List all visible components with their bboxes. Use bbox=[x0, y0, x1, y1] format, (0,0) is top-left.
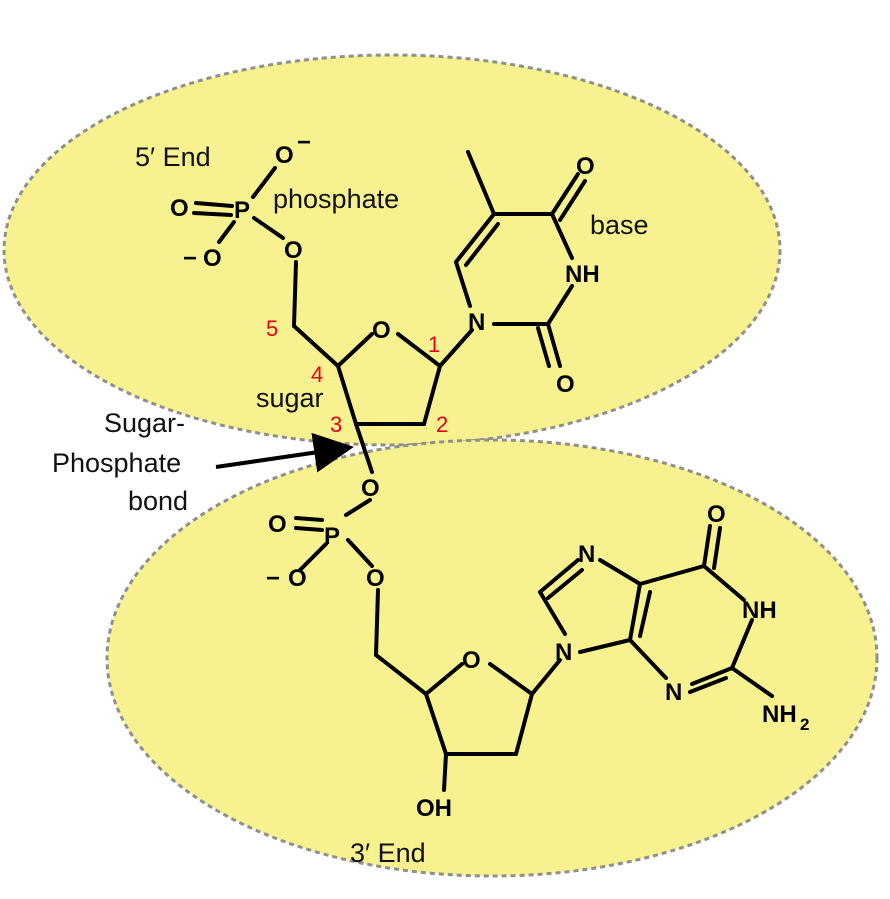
atom-minus-top: − bbox=[297, 129, 311, 156]
bottom-atom-labels: O O P − O O O N N O NH N NH 2 OH bbox=[266, 475, 809, 822]
three-prime-region bbox=[105, 438, 879, 878]
atom-o-carbonyl-top: O bbox=[576, 153, 595, 180]
atom-n-top: N bbox=[468, 309, 485, 336]
label-sugar: sugar bbox=[256, 383, 324, 413]
atom-o-ester-top: O bbox=[284, 237, 303, 264]
atom-minus-left: − bbox=[183, 245, 197, 272]
atom-o-left-bottom: O bbox=[288, 565, 307, 592]
atom-o-double: O bbox=[170, 195, 189, 222]
carbon-number-3: 3 bbox=[330, 412, 342, 437]
atom-nh2: NH bbox=[762, 701, 797, 728]
label-five-prime-end: 5′ End bbox=[135, 142, 211, 172]
atom-o-ring-bottom: O bbox=[462, 647, 481, 674]
carbon-numbers: 1 2 3 4 5 bbox=[266, 316, 448, 437]
atom-o-left: O bbox=[203, 245, 222, 272]
five-prime-region bbox=[2, 53, 782, 447]
atom-o-ring-top: O bbox=[372, 317, 391, 344]
atom-o-ester-bottom: O bbox=[366, 565, 385, 592]
label-three-prime-end: 3′ End bbox=[350, 838, 426, 868]
label-base: base bbox=[590, 210, 649, 240]
atom-nh2-sub: 2 bbox=[800, 715, 809, 734]
top-nucleotide-bonds bbox=[192, 150, 587, 426]
carbon-number-5: 5 bbox=[266, 316, 278, 341]
atom-p-bottom: P bbox=[324, 523, 340, 550]
carbon-number-4: 4 bbox=[311, 362, 323, 387]
atom-o-double-bottom: O bbox=[268, 511, 287, 538]
top-atom-labels: O − O P − O O O N O NH O bbox=[170, 129, 600, 398]
label-bond-line3: bond bbox=[128, 486, 188, 516]
atom-nh-top: NH bbox=[565, 261, 600, 288]
atom-p-top: P bbox=[234, 197, 250, 224]
atom-n7: N bbox=[578, 541, 595, 568]
atom-o-top: O bbox=[275, 142, 294, 169]
label-phosphate: phosphate bbox=[273, 184, 399, 214]
carbon-number-1: 1 bbox=[428, 332, 440, 357]
atom-o-link: O bbox=[361, 475, 380, 502]
atom-nh-guanine: NH bbox=[742, 597, 777, 624]
bond-arrow bbox=[215, 432, 354, 473]
bottom-nucleotide-bonds bbox=[294, 422, 774, 792]
label-bond-line2: Phosphate bbox=[52, 448, 181, 478]
label-bond-line1: Sugar- bbox=[104, 408, 185, 438]
atom-o-guanine: O bbox=[707, 501, 726, 528]
atom-minus-bottom: − bbox=[266, 565, 280, 592]
carbon-number-2: 2 bbox=[436, 412, 448, 437]
atom-oh: OH bbox=[416, 795, 452, 822]
atom-o-carbonyl-bottom: O bbox=[556, 371, 575, 398]
atom-n3: N bbox=[665, 679, 682, 706]
descriptive-labels: 5′ End phosphate base sugar Sugar- Phosp… bbox=[52, 142, 649, 868]
atom-n9: N bbox=[555, 639, 572, 666]
